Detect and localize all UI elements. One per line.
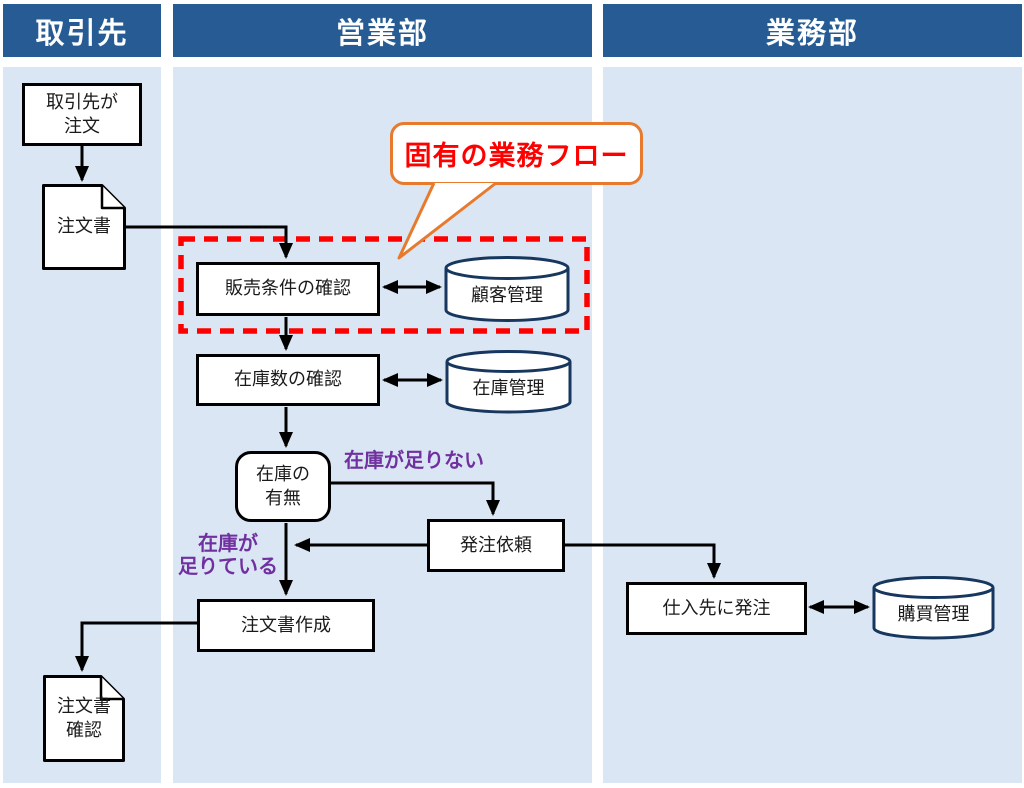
document-shape-icon: [43, 675, 125, 762]
database-icon: [872, 576, 995, 640]
node-label: 在庫数の確認: [234, 369, 342, 390]
node-label: 仕入先に発注: [662, 597, 771, 618]
lane-body-operations: [603, 67, 1022, 783]
node-label: 在庫管理: [472, 378, 545, 399]
node-stock-decision: 在庫の 有無: [235, 451, 331, 522]
node-check-stock: 在庫数の確認: [196, 354, 380, 406]
node-purchase-db: 購買管理: [872, 576, 995, 640]
node-label: 注文書 確認: [57, 696, 111, 740]
lane-title: 業務部: [765, 17, 859, 50]
node-label: 注文書作成: [241, 614, 331, 635]
lane-body-sales: [173, 67, 592, 783]
node-label: 顧客管理: [471, 285, 543, 306]
lane-title: 取引先: [35, 17, 129, 50]
node-inventory-db: 在庫管理: [445, 350, 572, 414]
branch-label-sufficient: 在庫が 足りている: [178, 533, 278, 578]
node-partner-order: 取引先が 注文: [22, 83, 142, 146]
node-check-sales-terms: 販売条件の確認: [196, 262, 380, 316]
node-order-request: 発注依頼: [427, 519, 565, 572]
database-icon: [445, 350, 572, 414]
branch-label-insufficient: 在庫が足りない: [344, 450, 484, 472]
lane-title: 営業部: [335, 17, 429, 50]
callout-unique-flow: 固有の業務フロー: [390, 122, 643, 185]
callout-label: 固有の業務フロー: [404, 141, 629, 171]
lane-header-sales: 営業部: [173, 4, 592, 57]
node-label: 販売条件の確認: [225, 278, 351, 299]
node-label: 取引先が 注文: [46, 92, 118, 136]
node-order-confirm-doc: 注文書 確認: [43, 675, 125, 762]
lane-header-partner: 取引先: [3, 4, 161, 57]
node-create-order: 注文書作成: [197, 599, 375, 652]
node-order-to-supplier: 仕入先に発注: [626, 582, 807, 635]
document-shape-icon: [42, 184, 126, 270]
node-order-doc: 注文書: [42, 184, 126, 270]
node-label: 注文書: [57, 216, 111, 237]
node-label: 発注依頼: [460, 534, 532, 555]
node-label: 在庫の 有無: [256, 464, 310, 508]
lane-header-operations: 業務部: [603, 4, 1022, 57]
node-label: 購買管理: [897, 604, 970, 625]
node-customer-db: 顧客管理: [444, 256, 570, 322]
